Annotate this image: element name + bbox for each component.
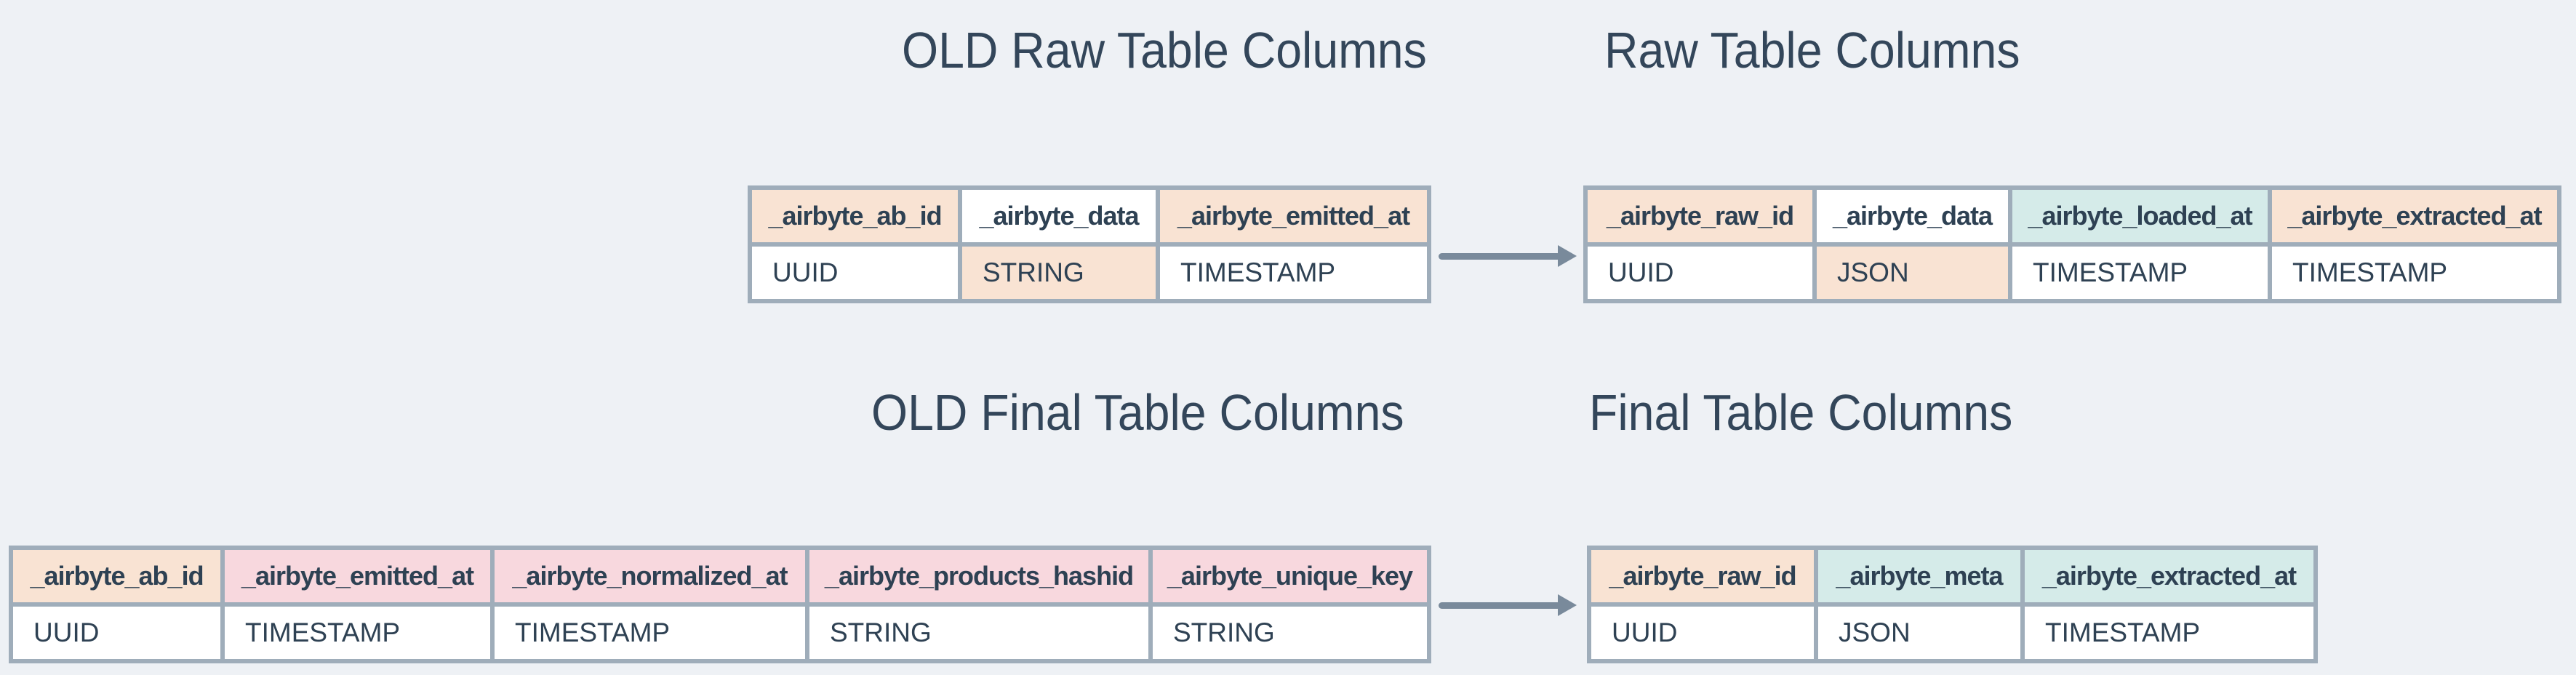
column-type-_airbyte_emitted_at: TIMESTAMP xyxy=(225,607,490,659)
arrow-head-icon xyxy=(1558,245,1577,267)
column-type-_airbyte_extracted_at: TIMESTAMP xyxy=(2272,247,2557,299)
column-header-_airbyte_extracted_at: _airbyte_extracted_at xyxy=(2272,190,2557,242)
column-type-_airbyte_emitted_at: TIMESTAMP xyxy=(1160,247,1427,299)
arrow-shaft xyxy=(1439,602,1561,609)
column-header-_airbyte_meta: _airbyte_meta xyxy=(1818,550,2020,602)
column-type-_airbyte_unique_key: STRING xyxy=(1153,607,1427,659)
column-type-_airbyte_data: STRING xyxy=(962,247,1156,299)
final-migration-arrow xyxy=(1439,594,1577,616)
column-type-_airbyte_raw_id: UUID xyxy=(1591,607,1814,659)
column-type-_airbyte_normalized_at: TIMESTAMP xyxy=(495,607,805,659)
raw-table: _airbyte_raw_id_airbyte_data_airbyte_loa… xyxy=(1583,185,2561,303)
column-type-_airbyte_meta: JSON xyxy=(1818,607,2020,659)
column-header-_airbyte_ab_id: _airbyte_ab_id xyxy=(752,190,958,242)
column-header-_airbyte_raw_id: _airbyte_raw_id xyxy=(1591,550,1814,602)
raw-migration-arrow xyxy=(1439,245,1577,267)
column-header-_airbyte_emitted_at: _airbyte_emitted_at xyxy=(225,550,490,602)
old-final-table-title: OLD Final Table Columns xyxy=(871,384,1404,441)
column-type-_airbyte_ab_id: UUID xyxy=(752,247,958,299)
old-raw-table-title: OLD Raw Table Columns xyxy=(902,22,1427,79)
column-header-_airbyte_data: _airbyte_data xyxy=(1817,190,2008,242)
column-header-_airbyte_extracted_at: _airbyte_extracted_at xyxy=(2025,550,2313,602)
column-type-_airbyte_extracted_at: TIMESTAMP xyxy=(2025,607,2313,659)
final-table: _airbyte_raw_id_airbyte_meta_airbyte_ext… xyxy=(1587,546,2318,663)
column-header-_airbyte_ab_id: _airbyte_ab_id xyxy=(13,550,220,602)
column-header-_airbyte_products_hashid: _airbyte_products_hashid xyxy=(809,550,1148,602)
arrow-shaft xyxy=(1439,252,1561,260)
column-header-_airbyte_normalized_at: _airbyte_normalized_at xyxy=(495,550,805,602)
raw-table-title: Raw Table Columns xyxy=(1604,22,2020,79)
column-header-_airbyte_raw_id: _airbyte_raw_id xyxy=(1588,190,1812,242)
column-header-_airbyte_unique_key: _airbyte_unique_key xyxy=(1153,550,1427,602)
column-type-_airbyte_raw_id: UUID xyxy=(1588,247,1812,299)
old-final-table: _airbyte_ab_id_airbyte_emitted_at_airbyt… xyxy=(9,546,1431,663)
column-type-_airbyte_loaded_at: TIMESTAMP xyxy=(2012,247,2268,299)
arrow-head-icon xyxy=(1558,594,1577,616)
column-header-_airbyte_loaded_at: _airbyte_loaded_at xyxy=(2012,190,2268,242)
column-type-_airbyte_products_hashid: STRING xyxy=(809,607,1148,659)
old-raw-table: _airbyte_ab_id_airbyte_data_airbyte_emit… xyxy=(748,185,1431,303)
final-table-title: Final Table Columns xyxy=(1589,384,2013,441)
column-type-_airbyte_data: JSON xyxy=(1817,247,2008,299)
column-header-_airbyte_emitted_at: _airbyte_emitted_at xyxy=(1160,190,1427,242)
column-header-_airbyte_data: _airbyte_data xyxy=(962,190,1156,242)
column-type-_airbyte_ab_id: UUID xyxy=(13,607,220,659)
